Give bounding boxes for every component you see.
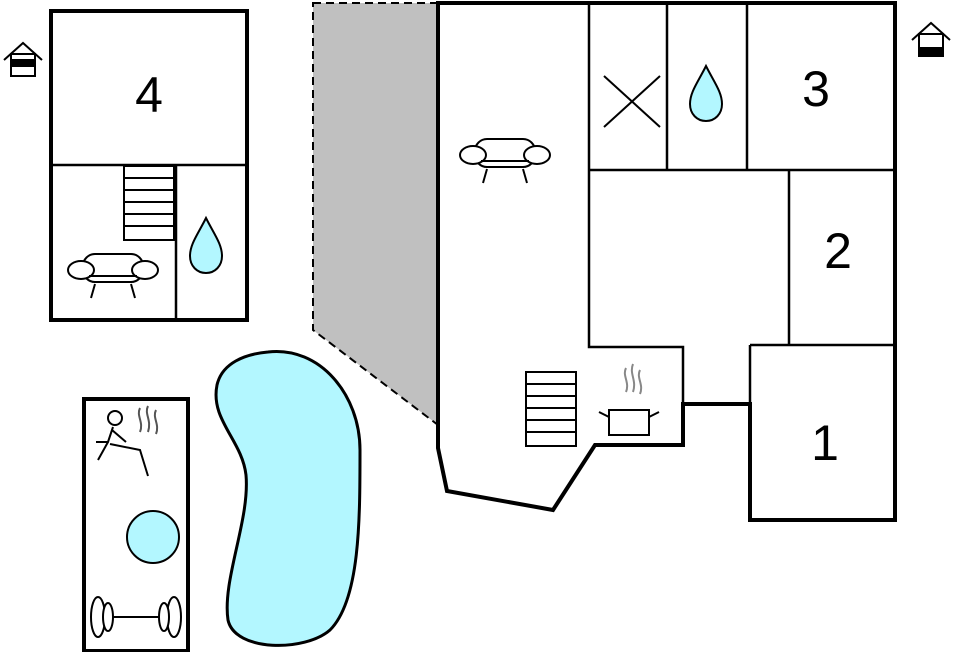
room-3-label: 3 — [802, 61, 830, 117]
sauna-icon — [96, 405, 159, 477]
fitness-dumbbell-icon — [90, 596, 182, 638]
no-room-cross-icon — [603, 75, 661, 128]
house-level-icon — [911, 22, 951, 57]
room-2-label: 2 — [824, 223, 852, 279]
interior-walls — [587, 3, 895, 404]
cooking-pot-icon — [598, 363, 660, 436]
stairs-icon — [123, 165, 175, 241]
terrace-area — [312, 2, 439, 428]
swimming-pool — [214, 350, 362, 647]
house-level-icon — [3, 42, 43, 77]
stairs-icon — [525, 371, 577, 447]
whirlpool-icon — [126, 510, 180, 564]
room-1-label: 1 — [811, 415, 839, 471]
room-4-label: 4 — [135, 67, 163, 123]
